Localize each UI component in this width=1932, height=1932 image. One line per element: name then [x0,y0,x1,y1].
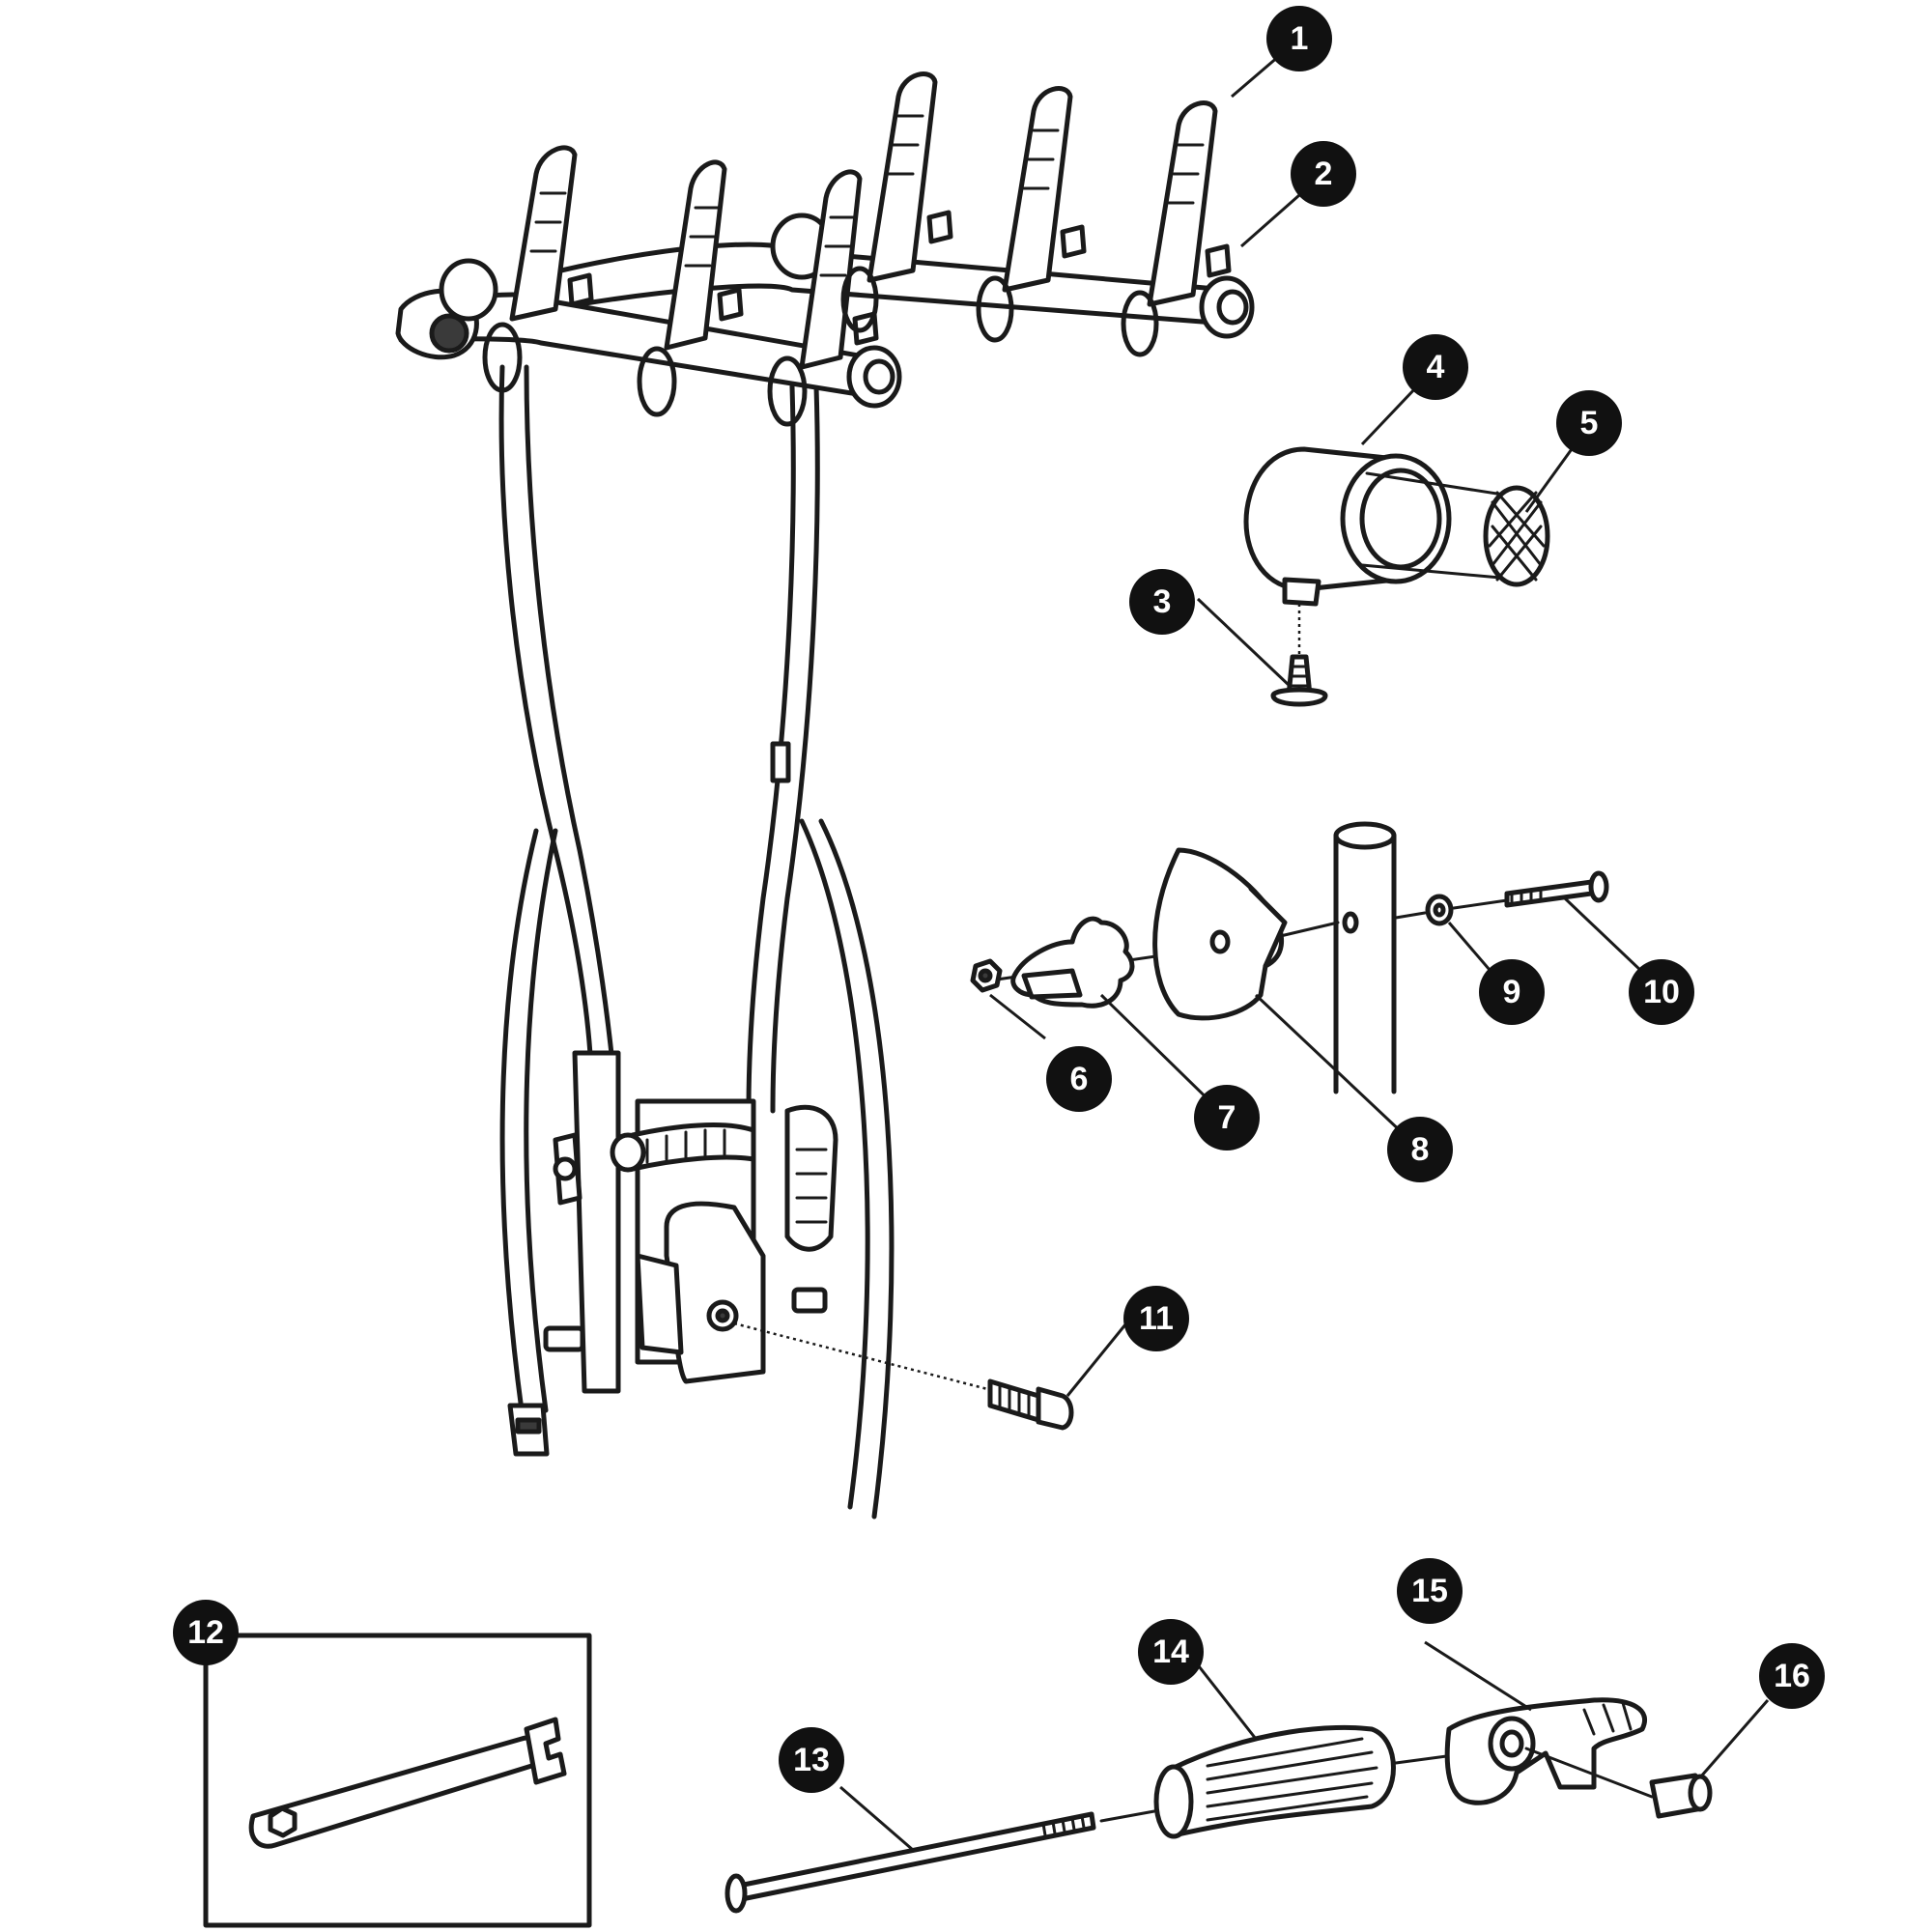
callout-11: 11 [1123,1286,1189,1351]
callout-14: 14 [1138,1619,1204,1685]
callout-6-label: 6 [1070,1061,1089,1097]
callout-8-label: 8 [1411,1131,1430,1168]
callout-1: 1 [1266,6,1332,71]
callout-2-label: 2 [1315,156,1333,192]
callout-16-label: 16 [1774,1658,1810,1694]
bike-rack-assembly [395,71,1255,1520]
callout-15: 15 [1397,1558,1463,1624]
callout-15-label: 15 [1411,1573,1448,1609]
callout-12-label: 12 [187,1614,224,1651]
callout-10-label: 10 [1643,974,1680,1010]
callout-1-label: 1 [1291,20,1309,57]
callout-2: 2 [1291,141,1356,207]
callout-12: 12 [173,1600,239,1665]
callout-5-label: 5 [1580,405,1599,441]
callout-10: 10 [1629,959,1694,1025]
pivot-knob-part [970,821,1609,1094]
end-cap-part [1243,446,1550,707]
callout-14-label: 14 [1152,1634,1189,1670]
callout-11-label: 11 [1139,1300,1174,1337]
callout-13: 13 [779,1727,844,1793]
handle-assembly-part [724,1697,1713,1914]
callout-8: 8 [1387,1117,1453,1182]
callout-9: 9 [1479,959,1545,1025]
callout-3-label: 3 [1153,583,1172,620]
bolt-part [733,1321,1074,1431]
callout-13-label: 13 [793,1742,830,1778]
callout-4: 4 [1403,334,1468,400]
callout-3: 3 [1129,569,1195,635]
callout-16: 16 [1759,1643,1825,1709]
callout-9-label: 9 [1503,974,1521,1010]
wrench-part [203,1633,592,1928]
callout-5: 5 [1556,390,1622,456]
callout-7: 7 [1194,1085,1260,1151]
callout-7-label: 7 [1218,1099,1236,1136]
callout-4-label: 4 [1427,349,1445,385]
callout-6: 6 [1046,1046,1112,1112]
